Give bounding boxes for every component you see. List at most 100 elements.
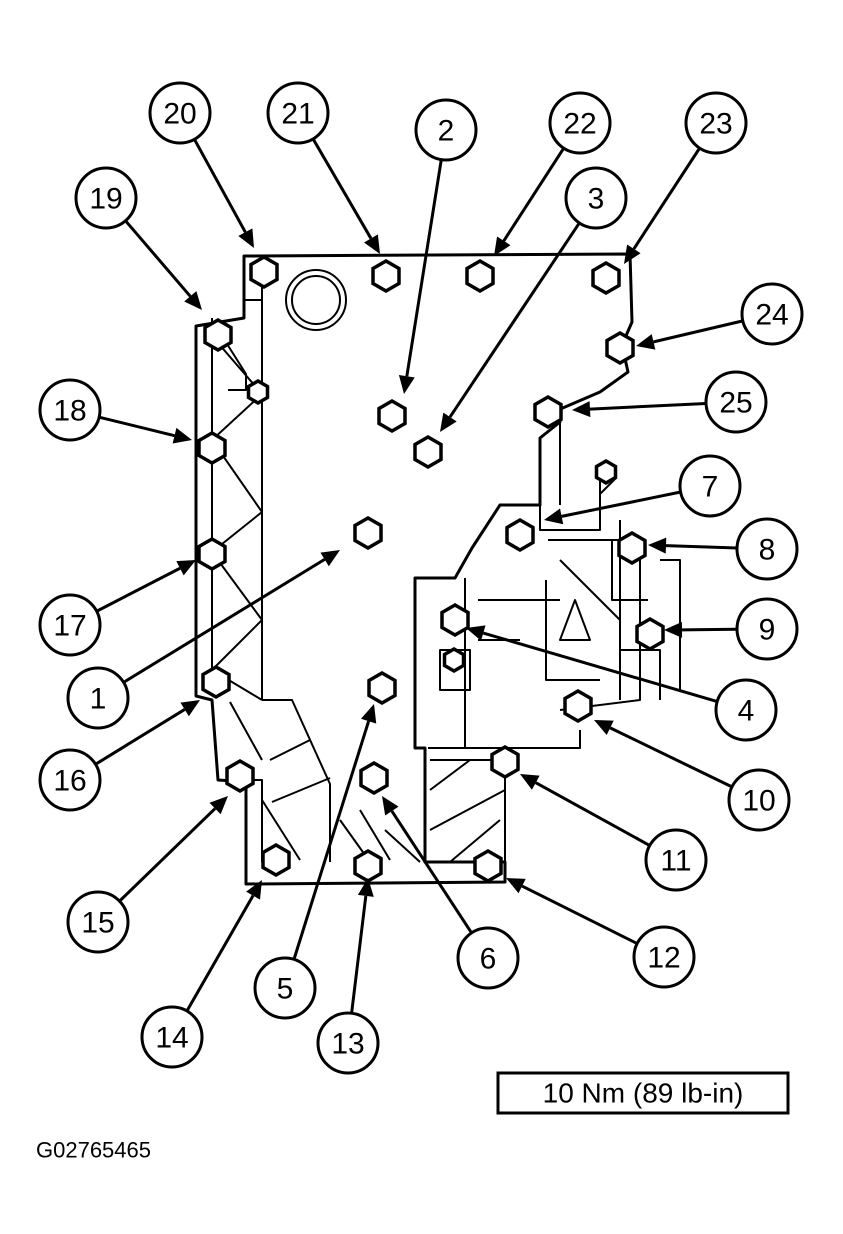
callout-circle-12 — [632, 925, 696, 989]
callout-25: 25 — [704, 370, 768, 434]
arrowhead-24 — [636, 334, 656, 350]
bolt-24 — [605, 330, 635, 366]
bolt-1 — [353, 515, 383, 551]
callout-7: 7 — [678, 454, 742, 518]
callout-12: 12 — [632, 925, 696, 989]
leader-line-13 — [350, 895, 368, 1014]
callout-circle-6 — [456, 926, 520, 990]
bolt-13 — [353, 848, 383, 884]
callout-24: 24 — [740, 282, 804, 346]
callout-circle-16 — [38, 748, 102, 812]
callout-number-3: 3 — [588, 183, 605, 216]
bolt-7 — [505, 517, 535, 553]
callout-22: 22 — [548, 91, 612, 155]
callout-circle-17 — [38, 593, 102, 657]
bolt-12 — [473, 848, 503, 884]
bolt-9 — [635, 616, 665, 652]
arrowhead-7 — [544, 508, 564, 525]
callout-circle-20 — [148, 81, 212, 145]
callout-14: 14 — [140, 1005, 204, 1069]
arrowhead-25 — [572, 401, 591, 418]
callout-number-12: 12 — [647, 942, 680, 975]
callout-circle-22 — [548, 91, 612, 155]
callout-5: 5 — [253, 956, 317, 1020]
torque-spec-label: 10 Nm (89 lb-in) — [543, 1078, 744, 1109]
arrowhead-14 — [246, 880, 262, 900]
leader-line-24 — [653, 319, 744, 344]
callout-circle-1 — [66, 666, 130, 730]
bolt-14 — [261, 842, 291, 878]
leader-line-17 — [95, 566, 181, 613]
callout-number-21: 21 — [281, 98, 314, 131]
callout-circle-10 — [727, 768, 791, 832]
arrowhead-17 — [176, 560, 196, 576]
callout-23: 23 — [684, 91, 748, 155]
callout-circle-13 — [316, 1011, 380, 1075]
callout-circle-5 — [253, 956, 317, 1020]
callout-circle-4 — [714, 678, 778, 742]
callout-17: 17 — [38, 593, 102, 657]
leader-line-15 — [118, 807, 217, 903]
bolt-17 — [197, 536, 227, 572]
bolt-16 — [201, 664, 231, 700]
bolt-23 — [591, 260, 621, 296]
callout-circle-14 — [140, 1005, 204, 1069]
leader-line-3 — [448, 222, 581, 418]
arrowhead-2 — [398, 374, 415, 394]
callout-number-16: 16 — [53, 765, 86, 798]
bolt-2 — [377, 398, 407, 434]
callout-number-5: 5 — [277, 973, 294, 1006]
casting-boss-3 — [594, 458, 618, 486]
bolt-6 — [359, 760, 389, 796]
arrowhead-4 — [466, 625, 486, 641]
callout-circle-8 — [735, 517, 799, 581]
arrowhead-15 — [209, 796, 228, 815]
leader-line-6 — [390, 810, 473, 934]
bolt-22 — [465, 258, 495, 294]
callout-circle-18 — [38, 378, 102, 442]
arrowhead-3 — [440, 412, 457, 432]
callout-18: 18 — [38, 378, 102, 442]
leader-line-23 — [632, 147, 701, 250]
callout-number-20: 20 — [163, 98, 196, 131]
bolt-8 — [617, 530, 647, 566]
callout-number-1: 1 — [90, 683, 107, 716]
bolt-4 — [440, 602, 470, 638]
bolt-19 — [203, 317, 233, 353]
leader-line-1 — [122, 558, 326, 684]
callout-number-24: 24 — [755, 299, 788, 332]
arrowhead-16 — [180, 700, 200, 717]
callout-number-18: 18 — [53, 395, 86, 428]
arrowhead-11 — [520, 774, 540, 790]
arrowhead-12 — [506, 878, 526, 894]
callout-number-23: 23 — [699, 108, 732, 141]
arrowhead-20 — [238, 228, 254, 248]
leader-line-9 — [681, 627, 738, 632]
arrowhead-21 — [364, 234, 380, 254]
callout-3: 3 — [564, 166, 628, 230]
callout-number-13: 13 — [331, 1028, 364, 1061]
leader-line-2 — [405, 159, 443, 377]
arrowhead-9 — [664, 621, 683, 638]
callout-number-15: 15 — [81, 907, 114, 940]
leader-line-11 — [535, 781, 651, 847]
arrowhead-19 — [184, 291, 202, 310]
leader-line-5 — [292, 720, 371, 960]
leader-line-4 — [482, 631, 718, 704]
leader-line-16 — [94, 708, 186, 766]
callout-number-2: 2 — [438, 115, 455, 148]
callout-21: 21 — [266, 81, 330, 145]
bolt-25 — [533, 394, 563, 430]
callout-number-4: 4 — [738, 695, 755, 728]
callout-19: 19 — [74, 166, 138, 230]
torque-spec-box: 10 Nm (89 lb-in) — [496, 1071, 790, 1115]
leader-line-7 — [561, 490, 681, 518]
callout-circle-15 — [66, 890, 130, 954]
callout-number-14: 14 — [155, 1022, 188, 1055]
callout-9: 9 — [735, 597, 799, 661]
bolt-11 — [490, 744, 520, 780]
arrowhead-18 — [172, 427, 192, 444]
callout-11: 11 — [644, 828, 708, 892]
bolt-21 — [371, 258, 401, 294]
